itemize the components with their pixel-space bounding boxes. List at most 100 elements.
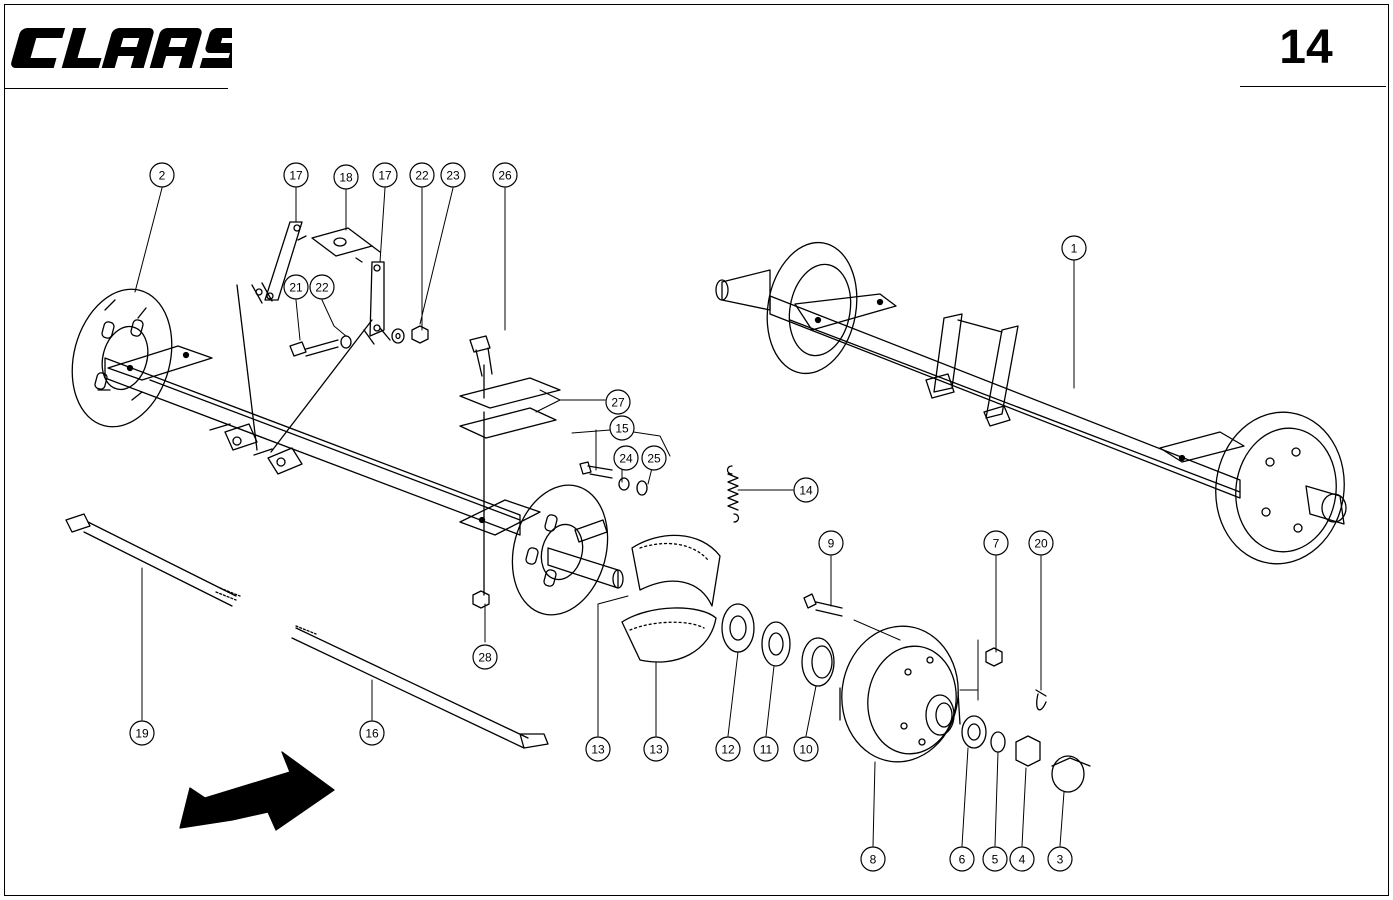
- brake-drum-hub: [803, 593, 961, 763]
- callout-circle: [605, 389, 631, 415]
- callout-circle: [359, 720, 385, 746]
- header-rule-left: [4, 88, 228, 89]
- callout-3: 3: [1047, 846, 1073, 872]
- callout-12: 12: [715, 736, 741, 762]
- callout-number: 23: [446, 169, 460, 183]
- callout-number: 1: [1071, 242, 1078, 256]
- callout-number: 7: [993, 537, 1000, 551]
- callout-circle: [372, 162, 398, 188]
- callout-circle: [1028, 530, 1054, 556]
- callout-number: 10: [799, 743, 813, 757]
- callout-circle: [492, 162, 518, 188]
- callout-circle: [860, 846, 886, 872]
- callout-circle: [585, 736, 611, 762]
- callout-number: 22: [315, 281, 329, 295]
- brake-linkage-parts: [236, 221, 429, 453]
- assembled-axle: [715, 241, 1347, 565]
- return-spring: [726, 465, 740, 523]
- callout-number: 13: [649, 743, 663, 757]
- callout-group: [134, 187, 1075, 847]
- long-bolts: [65, 513, 549, 749]
- callout-number: 22: [415, 169, 429, 183]
- callout-number: 12: [721, 743, 735, 757]
- callout-26: 26: [492, 162, 518, 188]
- callout-circle: [643, 736, 669, 762]
- callout-circle: [641, 445, 667, 471]
- callout-number: 26: [498, 169, 512, 183]
- arrow-left-down-icon: [179, 751, 335, 831]
- callout-number: 4: [1019, 853, 1026, 867]
- spacer-plates: [459, 335, 561, 609]
- hub-bearings-inner: [721, 603, 835, 687]
- callout-circle: [1009, 846, 1035, 872]
- callout-number: 5: [992, 853, 999, 867]
- callout-circle: [793, 477, 819, 503]
- callout-circle: [753, 736, 779, 762]
- callout-number: 16: [365, 727, 379, 741]
- callout-number: 3: [1057, 853, 1064, 867]
- callout-number: 20: [1034, 537, 1048, 551]
- callout-16: 16: [359, 720, 385, 746]
- callout-circle: [440, 162, 466, 188]
- page-number: 14: [1279, 21, 1333, 74]
- callout-15: 15: [609, 415, 635, 441]
- callout-circle: [949, 846, 975, 872]
- callout-number: 17: [289, 169, 303, 183]
- callout-number: 17: [378, 169, 392, 183]
- callout-17b: 17: [372, 162, 398, 188]
- callout-5: 5: [982, 846, 1008, 872]
- callout-number: 2: [159, 169, 166, 183]
- left-axle-assembly: [71, 288, 624, 616]
- callout-number: 28: [478, 651, 492, 665]
- callout-24: 24: [613, 445, 639, 471]
- callout-11: 11: [753, 736, 779, 762]
- callout-number: 6: [959, 853, 966, 867]
- callout-28: 28: [472, 644, 498, 670]
- callout-circle: [613, 445, 639, 471]
- callout-circle: [793, 736, 819, 762]
- callout-circle: [149, 162, 175, 188]
- page-frame: [4, 4, 1389, 896]
- callout-number: 15: [615, 422, 629, 436]
- callout-18: 18: [333, 164, 359, 190]
- callout-13a: 13: [585, 736, 611, 762]
- callout-22b: 22: [309, 274, 335, 300]
- callout-25: 25: [641, 445, 667, 471]
- callout-circle: [983, 530, 1009, 556]
- callout-circle: [409, 162, 435, 188]
- callout-number: 24: [619, 452, 633, 466]
- callout-number: 25: [647, 452, 661, 466]
- callout-circle: [309, 274, 335, 300]
- anchor-bolt-set: [579, 461, 648, 496]
- callout-27: 27: [605, 389, 631, 415]
- callout-circle: [472, 644, 498, 670]
- callout-23: 23: [440, 162, 466, 188]
- callout-number: 13: [591, 743, 605, 757]
- callout-number: 8: [870, 853, 877, 867]
- callout-circle: [1061, 235, 1087, 261]
- callout-circle: [283, 162, 309, 188]
- brake-shoes: [621, 534, 721, 663]
- callout-17a: 17: [283, 162, 309, 188]
- callout-19: 19: [129, 720, 155, 746]
- callout-9: 9: [818, 530, 844, 556]
- callout-circle: [982, 846, 1008, 872]
- callout-circle: [715, 736, 741, 762]
- callout-circle: [333, 164, 359, 190]
- callout-2: 2: [149, 162, 175, 188]
- callout-number: 18: [339, 171, 353, 185]
- callout-circle: [283, 274, 309, 300]
- callout-6: 6: [949, 846, 975, 872]
- callout-circle: [609, 415, 635, 441]
- callout-22a: 22: [409, 162, 435, 188]
- callout-10: 10: [793, 736, 819, 762]
- callout-number: 21: [289, 281, 303, 295]
- callout-20: 20: [1028, 530, 1054, 556]
- callout-number: 27: [611, 396, 625, 410]
- callout-number: 14: [799, 484, 813, 498]
- callout-8: 8: [860, 846, 886, 872]
- header-rule-right: [1240, 86, 1386, 87]
- callout-number: 9: [828, 537, 835, 551]
